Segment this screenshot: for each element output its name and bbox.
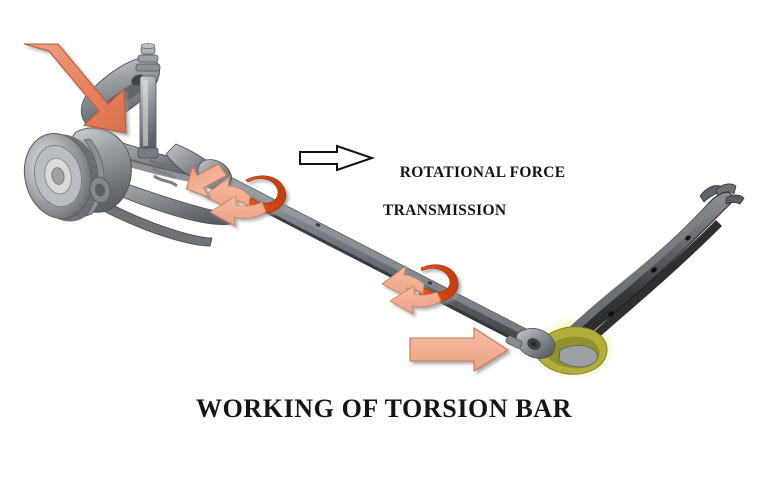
callout-line-1: ROTATIONAL FORCE [399,164,566,181]
trailing-arm [544,191,737,366]
callout-line-2: TRANSMISSION [383,202,507,219]
input-load-arrow [23,43,127,134]
transmitted-force-arrow [409,326,510,372]
reaction-arrow-hub [185,163,228,199]
twist-arrow-far [381,264,459,315]
callout-arrow-icon [299,144,376,172]
arm-mounting-tabs [699,183,745,205]
shock-absorber [135,43,161,159]
trailing-arm-assembly [505,183,745,384]
wheel-hub-brake-rotor [23,132,105,222]
hub-bearing-cap [89,176,111,204]
figure-title: WORKING OF TORSION BAR [195,394,573,423]
twist-arrow-near [203,175,287,227]
rotational-force-callout: ROTATIONAL FORCE TRANSMISSION [383,144,565,258]
bar-end-fitting [505,328,556,359]
front-suspension-assembly [23,43,233,247]
spring-detail [149,158,178,188]
